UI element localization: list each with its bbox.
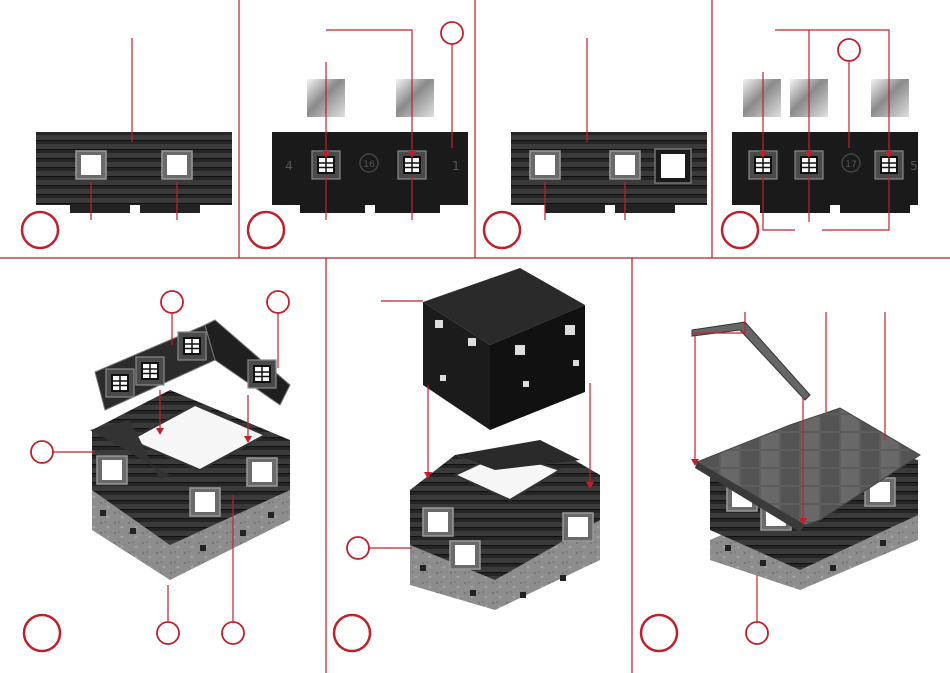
- callout-badge: [157, 622, 179, 644]
- callout-badge: [838, 39, 860, 61]
- panel-2-wall-back: 16 4 1: [248, 22, 468, 248]
- step-badge-1: [22, 212, 58, 248]
- panel-3-log-wall: [484, 38, 707, 248]
- panel-4-wall-back: 17 5: [722, 30, 918, 248]
- callout-badge: [222, 622, 244, 644]
- step-badge-6: [334, 615, 370, 651]
- step-badge-3: [484, 212, 520, 248]
- step-badge-5: [24, 615, 60, 651]
- part-number-label: 17: [845, 160, 856, 170]
- edge-number-label: 5: [910, 159, 918, 173]
- callout-badge: [31, 441, 53, 463]
- step-badge-7: [641, 615, 677, 651]
- step-badge-2: [248, 212, 284, 248]
- panel-5-interior-walls: [24, 291, 290, 651]
- callout-badge: [746, 622, 768, 644]
- panel-1-log-wall: [22, 38, 232, 248]
- panel-6-attic-box: [334, 268, 600, 651]
- part-number-label: 16: [363, 160, 375, 170]
- callout-badge: [267, 291, 289, 313]
- callout-badge: [347, 537, 369, 559]
- glass-insert: [396, 79, 434, 117]
- edge-number-label: 1: [452, 159, 460, 173]
- roof-ridge-piece: [692, 322, 810, 400]
- edge-number-label: 4: [285, 159, 293, 173]
- panel-7-roof: [641, 312, 920, 651]
- callout-badge: [161, 291, 183, 313]
- step-badge-4: [722, 212, 758, 248]
- glass-insert: [743, 79, 781, 117]
- callout-badge: [441, 22, 463, 44]
- glass-insert: [871, 79, 909, 117]
